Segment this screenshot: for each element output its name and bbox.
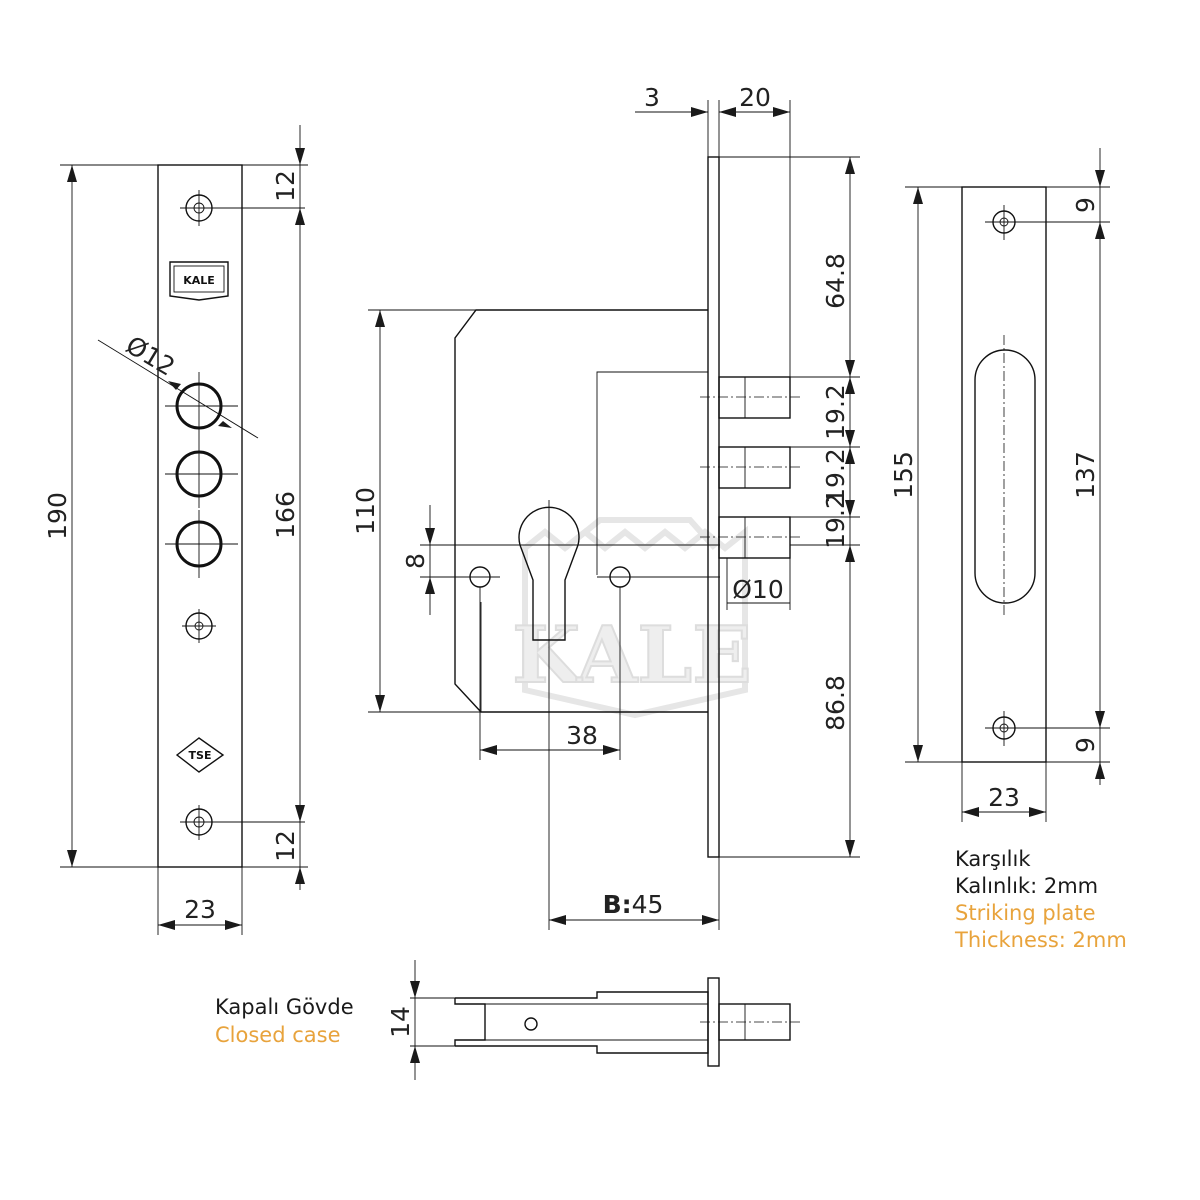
tse-logo: TSE — [175, 737, 225, 773]
closed-case-label-en: Closed case — [215, 1023, 341, 1047]
closed-case-view: 14 Kapalı Gövde Closed case — [215, 960, 800, 1080]
strike-plate-slot — [974, 349, 1036, 604]
strike-bottom-offset: 9 — [1071, 737, 1100, 753]
closed-case-body — [455, 991, 709, 1054]
faceplate-screw-hole-top — [180, 190, 305, 226]
faceplate-inner-dim: 166 — [271, 491, 300, 539]
strike-label-tr-thickness: Kalınlık: 2mm — [955, 874, 1098, 898]
closed-case-label-tr: Kapalı Gövde — [215, 995, 354, 1019]
backset-prefix: B: — [603, 890, 632, 919]
closed-case-thickness-dim: 14 — [386, 1006, 415, 1038]
faceplate-height-dim: 190 — [43, 492, 72, 540]
faceplate-screw-hole-bottom — [180, 805, 305, 840]
deadbolt-1 — [700, 376, 800, 419]
faceplate-width-dim: 23 — [184, 895, 216, 924]
diameter-leader — [97, 339, 259, 439]
plate-thickness-dim: 3 — [644, 83, 660, 112]
faceplate-bottom-offset: 12 — [271, 830, 300, 862]
faceplate-hole-3 — [165, 510, 238, 578]
strike-width-dim: 23 — [988, 783, 1020, 812]
bolt-pitch-dim-2: 19.2 — [821, 448, 850, 504]
backset-value: 45 — [632, 890, 664, 919]
backset-dim: B:45 — [603, 890, 664, 919]
spindle-distance-dim: 38 — [566, 721, 598, 750]
strike-screw-top — [985, 205, 1110, 240]
strike-height-dim: 155 — [889, 451, 918, 499]
strike-label-tr-name: Karşılık — [955, 847, 1031, 871]
faceplate-outline — [157, 164, 243, 868]
bolt-diameter-dim: Ø10 — [732, 575, 784, 604]
faceplate-view: KALE Ø12 — [43, 125, 308, 935]
faceplate-top-offset: 12 — [271, 170, 300, 202]
lock-body-view: 3 20 64.8 19.2 19.2 19.2 86.8 Ø10 1 — [351, 83, 860, 930]
bottom-offset-dim: 86.8 — [821, 675, 850, 731]
lock-bolt-carrier — [596, 371, 708, 575]
kale-logo-text: KALE — [183, 274, 215, 287]
strike-inner-dim: 137 — [1071, 451, 1100, 499]
faceplate-hole-diameter: Ø12 — [121, 330, 180, 381]
strike-label-en-name: Striking plate — [955, 901, 1096, 925]
kale-logo: KALE — [169, 261, 229, 301]
deadbolt-2 — [700, 446, 800, 489]
watermark-text: KALE — [512, 610, 751, 701]
top-offset-dim: 64.8 — [821, 253, 850, 309]
strike-label-en-thickness: Thickness: 2mm — [954, 928, 1127, 952]
strike-plate-outline — [961, 186, 1047, 763]
body-height-dim: 110 — [351, 487, 380, 535]
faceplate-hole-1 — [165, 372, 238, 440]
lock-case-outline — [454, 309, 708, 713]
lock-front-plate — [707, 156, 720, 858]
strike-screw-bottom — [985, 711, 1110, 746]
faceplate-hole-2 — [165, 440, 238, 508]
faceplate-screw-middle — [182, 609, 216, 643]
bolt-throw-dim: 20 — [739, 83, 771, 112]
tse-logo-text: TSE — [189, 749, 212, 762]
bolt-pitch-dim-3: 19.2 — [821, 493, 850, 549]
kale-watermark: KALE — [511, 517, 753, 719]
strike-top-offset: 9 — [1071, 197, 1100, 213]
cylinder-offset-dim: 8 — [401, 553, 430, 569]
closed-case-back — [454, 998, 486, 1046]
closed-case-hole — [524, 1017, 538, 1031]
strike-plate-view: 155 137 9 9 23 Karşılık Kalınlık: 2mm St… — [889, 148, 1127, 952]
bolt-pitch-dim-1: 19.2 — [821, 384, 850, 440]
deadbolt-3 — [700, 516, 800, 559]
